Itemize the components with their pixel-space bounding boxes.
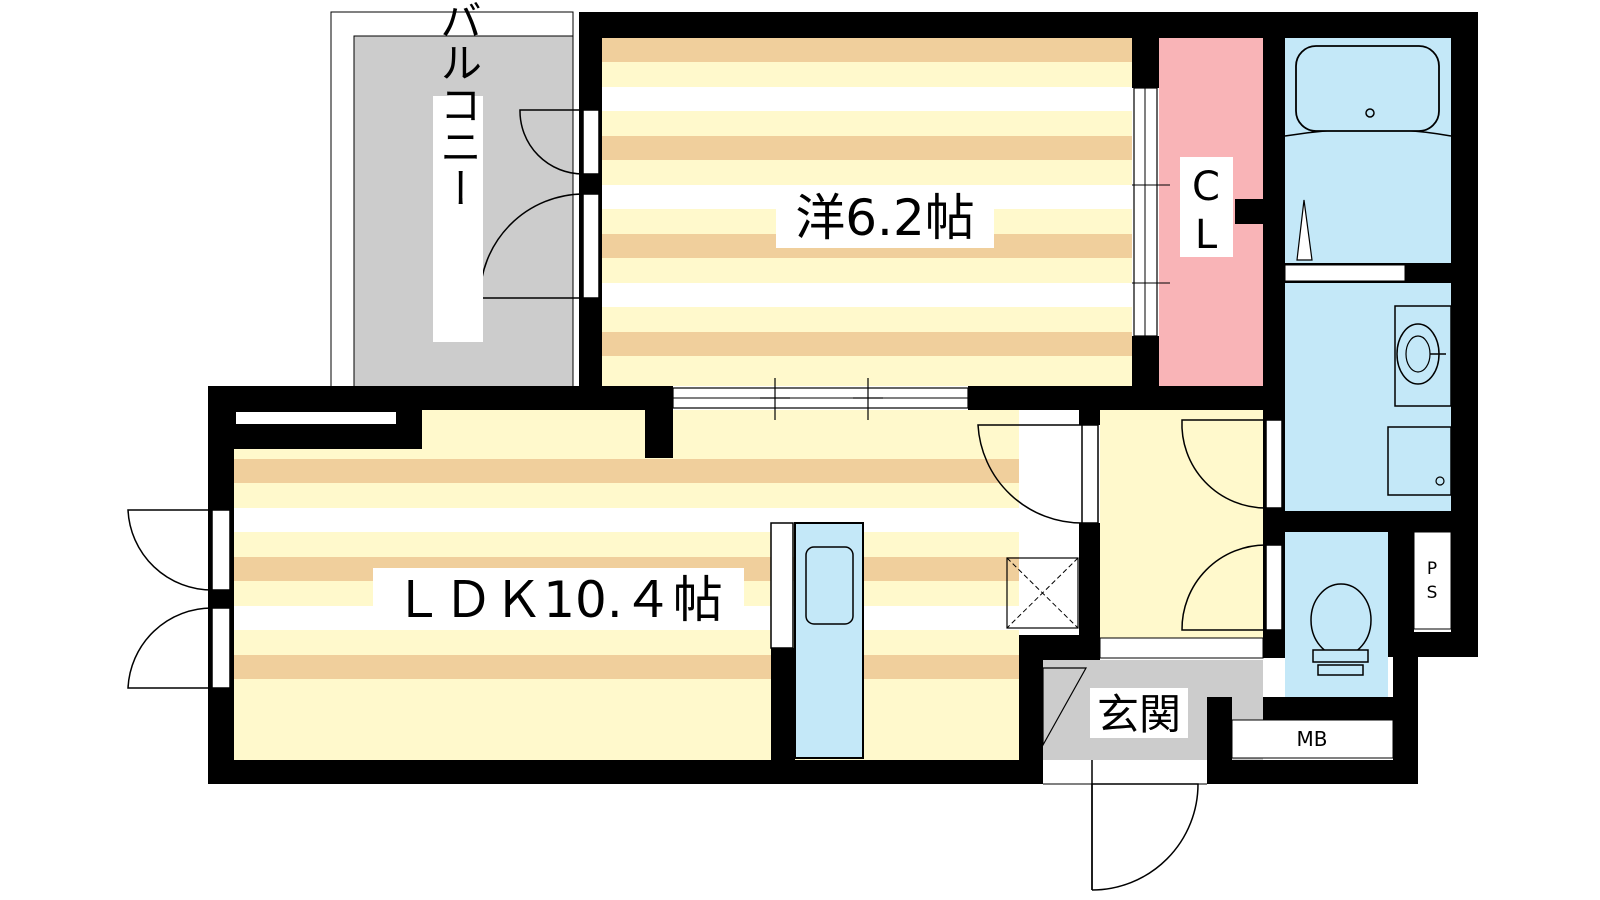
mb-label: MB: [1297, 727, 1328, 751]
entrance-label: 玄関: [1097, 690, 1181, 739]
door-swings: [127, 109, 1267, 891]
ldk-label: ＬＤＫ10.４帖: [393, 571, 723, 629]
closet-label-l: L: [1195, 212, 1218, 258]
ps-label-p: P: [1427, 559, 1437, 579]
ps-label-s: S: [1427, 583, 1438, 603]
balcony-label: バルコニー: [434, 0, 483, 209]
closet-label-c: C: [1192, 164, 1220, 210]
hall: [1100, 410, 1263, 658]
washbasin: [1394, 305, 1452, 407]
kitchen-counter: [770, 522, 864, 759]
western-room-label: 洋6.2帖: [795, 189, 975, 247]
washing-machine-space: [1387, 426, 1452, 496]
fridge-space: [1006, 557, 1079, 629]
room-labels: 洋6.2帖 C L ＬＤＫ10.４帖 玄関 バルコニー P S MB: [373, 0, 1437, 751]
openings: [211, 87, 1406, 890]
ldk: [234, 410, 1019, 760]
bathtub: [1284, 45, 1452, 261]
pipe-space-box: [1413, 531, 1452, 630]
toilet: [1310, 583, 1372, 676]
